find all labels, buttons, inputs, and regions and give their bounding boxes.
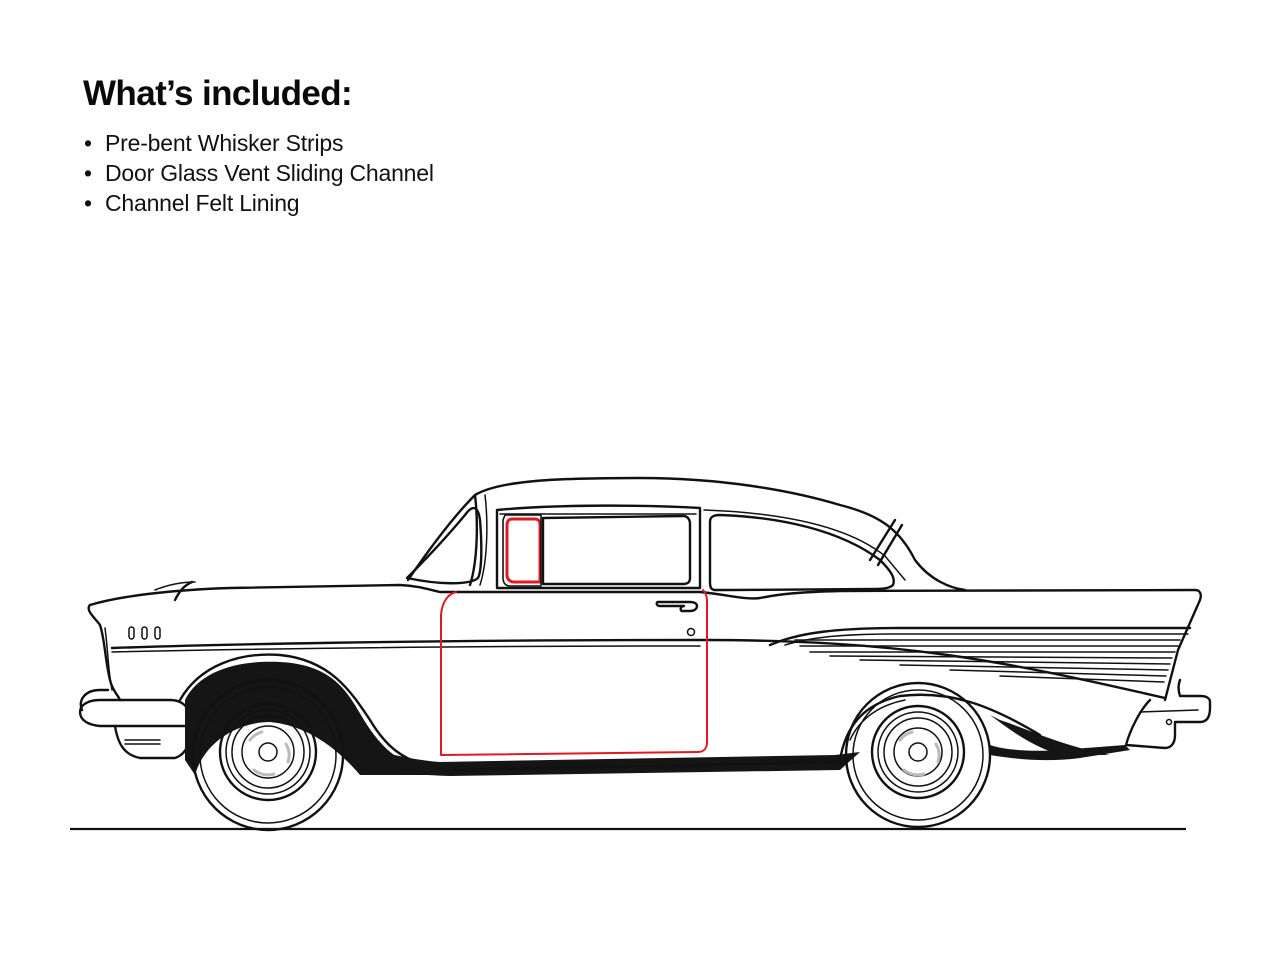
rear-wheel-well (990, 715, 1110, 755)
windshield (405, 506, 483, 585)
door-handle (655, 600, 699, 613)
rear-bumper (1124, 678, 1212, 750)
included-section: What’s included: • Pre-bent Whisker Strip… (83, 70, 434, 218)
list-item-label: Channel Felt Lining (105, 190, 300, 216)
door-lock (686, 627, 696, 637)
beltline (88, 583, 1202, 702)
front-wheel (191, 678, 345, 832)
roof-outline (406, 476, 967, 592)
vent-window-channel (505, 517, 542, 584)
rear-wheel (844, 681, 992, 829)
front-bumper (78, 698, 194, 728)
list-item-label: Door Glass Vent Sliding Channel (105, 160, 434, 186)
section-title: What’s included: (83, 74, 353, 113)
bullet-icon: • (84, 190, 92, 216)
fin-striations (794, 639, 1181, 683)
rear-fin-cove (768, 626, 1192, 647)
door-glass (541, 514, 692, 586)
list-item: • Door Glass Vent Sliding Channel (83, 158, 434, 188)
door-window-frame (495, 504, 702, 590)
rear-quarter-window (708, 513, 895, 592)
door-perimeter-felt (440, 589, 708, 756)
front-grille (87, 603, 122, 702)
bullet-icon: • (84, 130, 92, 156)
bullet-icon: • (84, 160, 92, 186)
list-item: • Pre-bent Whisker Strips (83, 128, 434, 158)
list-item-label: Pre-bent Whisker Strips (105, 130, 344, 156)
fender-vents (128, 626, 161, 640)
list-item: • Channel Felt Lining (83, 188, 434, 218)
included-list: • Pre-bent Whisker Strips • Door Glass Ven… (83, 128, 434, 218)
rocker-panel (360, 745, 860, 776)
